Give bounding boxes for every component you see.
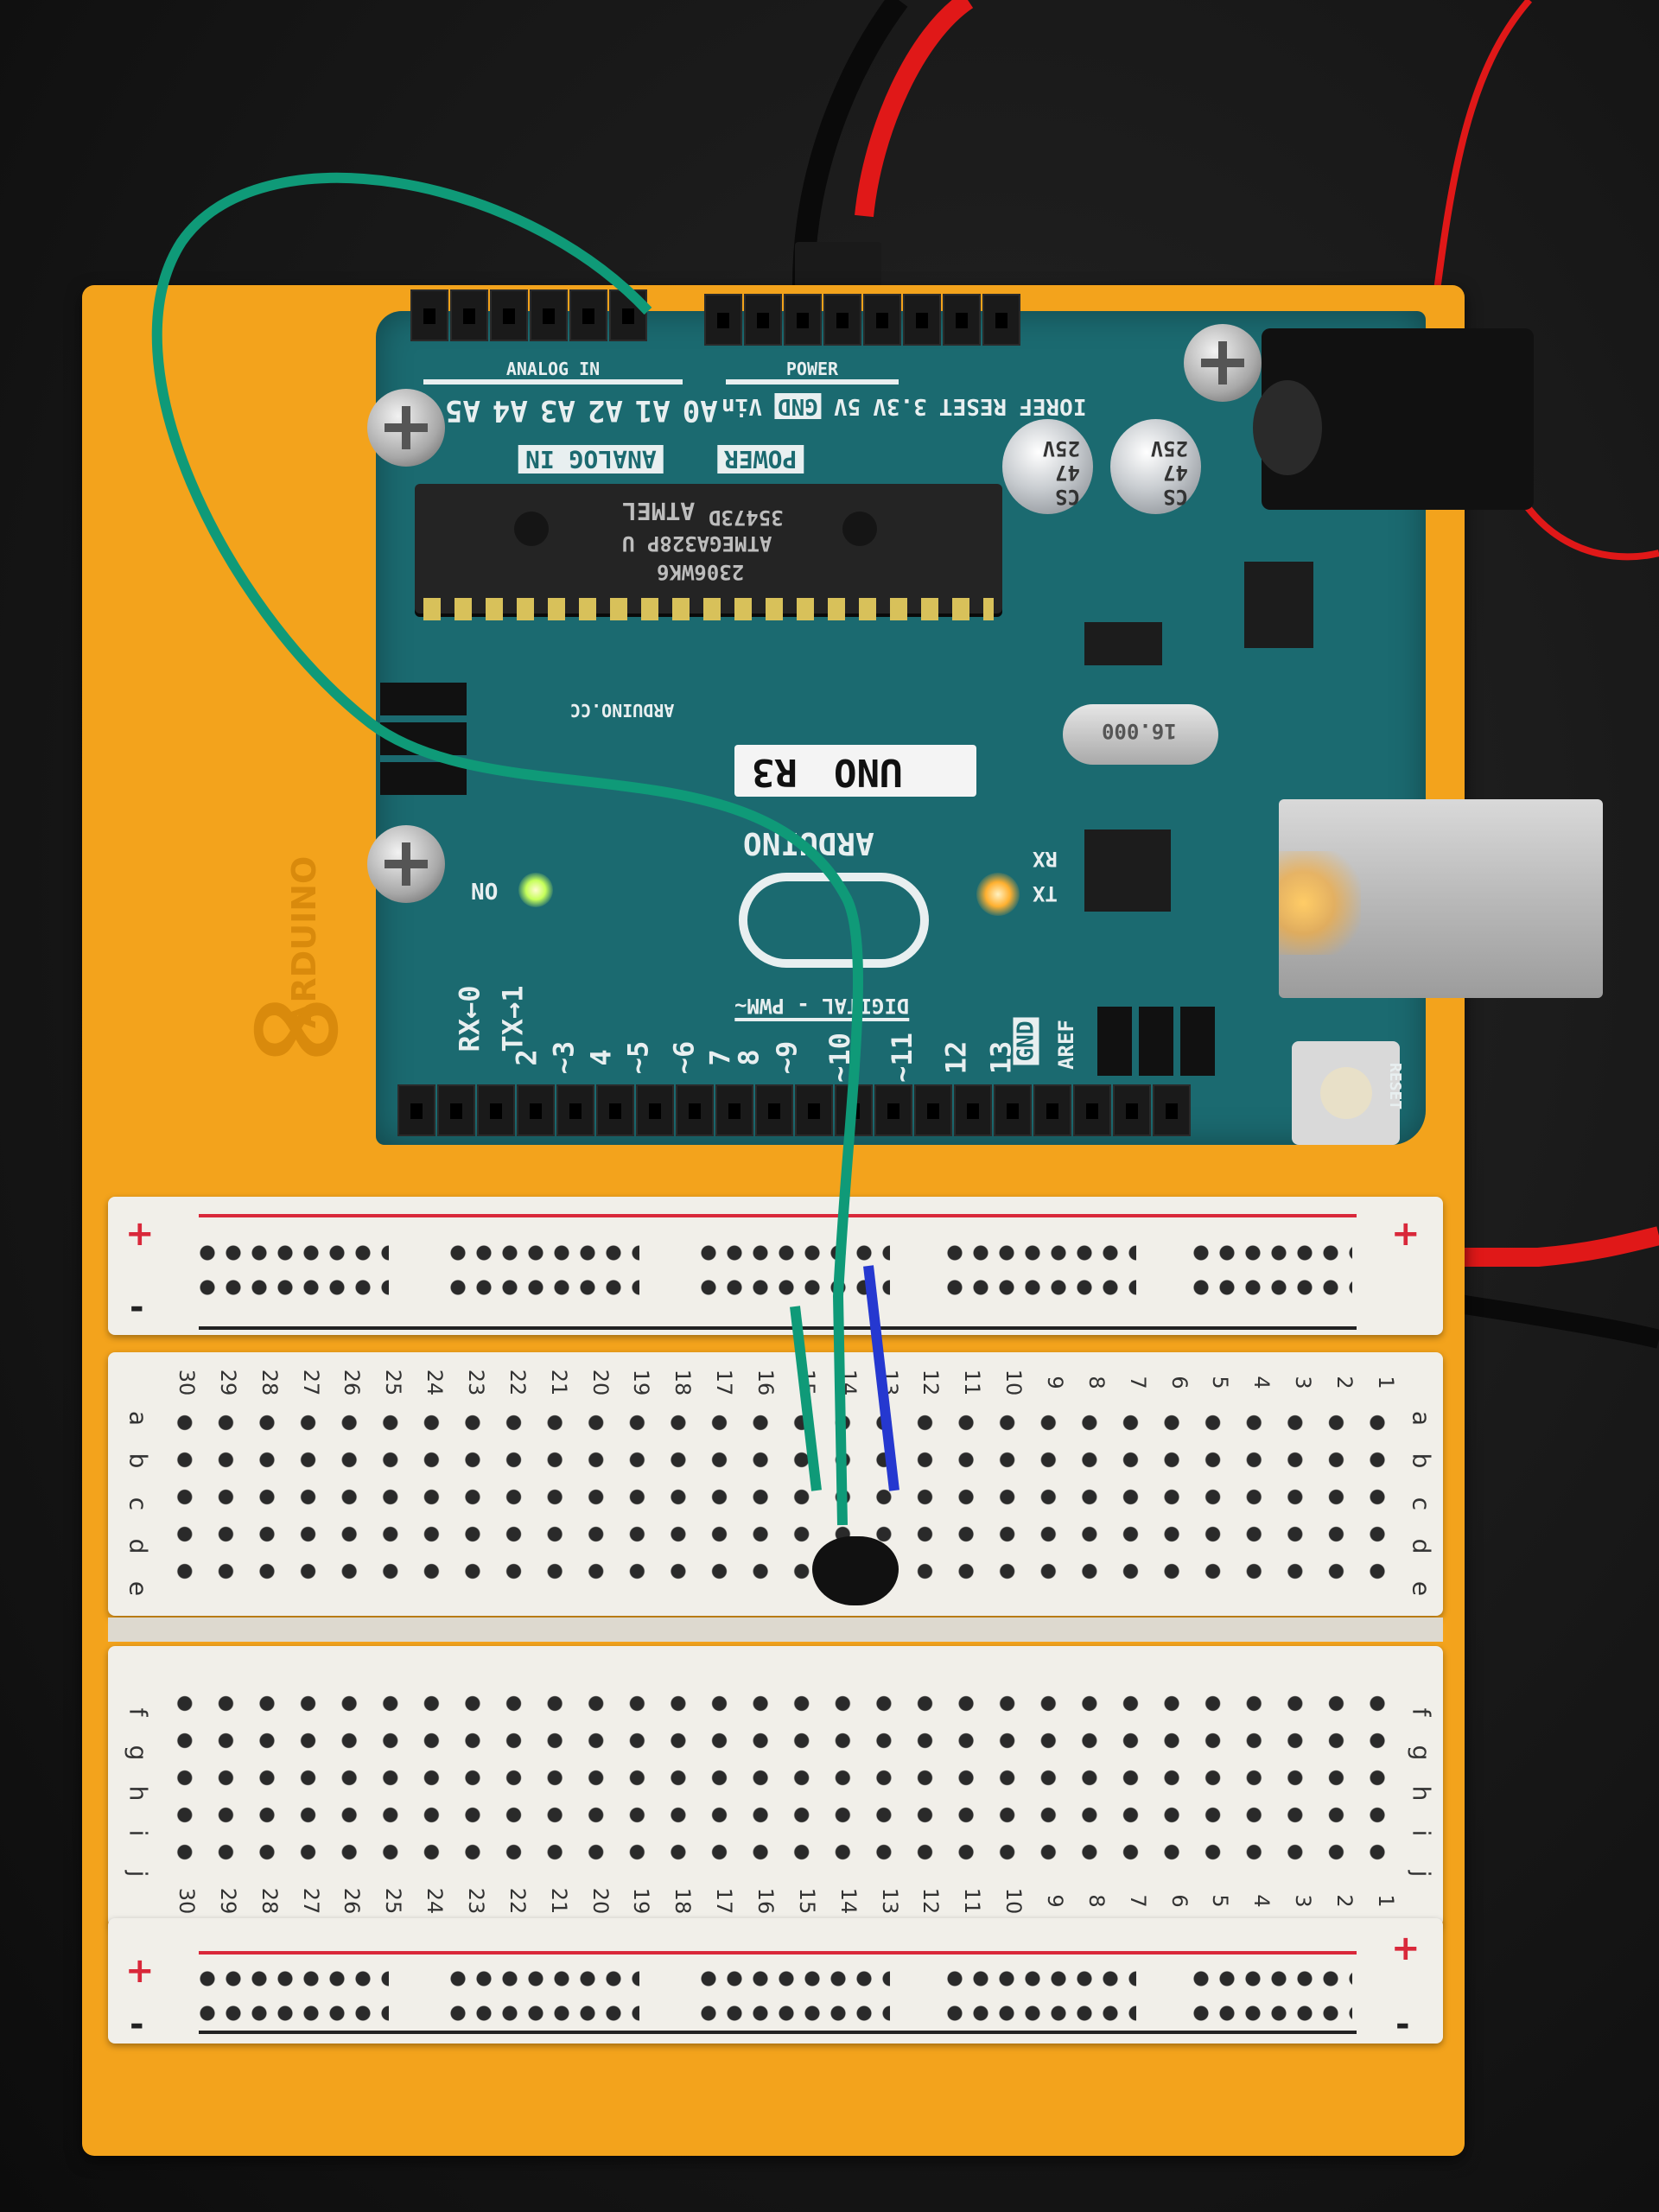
rail-holes[interactable] bbox=[1188, 1236, 1352, 1305]
chip-notch bbox=[514, 512, 549, 546]
voltage-regulator bbox=[1244, 562, 1313, 648]
to92-sensor bbox=[812, 1536, 899, 1605]
terminal-holes-bottom[interactable] bbox=[164, 1685, 1398, 1871]
analog-header[interactable] bbox=[410, 289, 670, 343]
breadboard-channel bbox=[108, 1618, 1443, 1642]
rail-holes[interactable] bbox=[696, 1961, 890, 2026]
rail-holes[interactable] bbox=[445, 1961, 639, 2026]
blue-wire bbox=[863, 1265, 899, 1491]
model-plate bbox=[734, 745, 976, 797]
jack-barrel bbox=[1253, 380, 1322, 475]
crystal-oscillator bbox=[1063, 704, 1218, 765]
capacitor bbox=[1002, 419, 1093, 514]
rail-holes[interactable] bbox=[194, 1236, 389, 1305]
rail-red-line bbox=[199, 1214, 1357, 1217]
power-strip: POWER bbox=[726, 359, 899, 385]
power-led-icon bbox=[518, 873, 553, 907]
icsp-header[interactable] bbox=[1097, 1007, 1218, 1076]
green-wire-long bbox=[151, 173, 863, 1526]
digital-header[interactable] bbox=[397, 1084, 1192, 1138]
red-cable-top bbox=[855, 0, 974, 218]
rail-holes[interactable] bbox=[194, 1961, 389, 2026]
reset-button-cap[interactable] bbox=[1320, 1067, 1372, 1119]
red-cable-right bbox=[1431, 0, 1533, 312]
mounting-screw bbox=[1184, 324, 1262, 402]
black-cable-breadboard bbox=[1407, 1287, 1659, 1349]
power-header[interactable] bbox=[704, 294, 1050, 347]
small-ic bbox=[1084, 622, 1162, 665]
rail-holes[interactable] bbox=[696, 1236, 890, 1305]
rail-plus: + bbox=[125, 1214, 155, 1254]
rail-black-line bbox=[199, 1326, 1357, 1330]
green-wire-short bbox=[790, 1306, 822, 1491]
terminal-holes-top[interactable] bbox=[164, 1404, 1398, 1590]
atmega-chip bbox=[415, 484, 1002, 613]
red-cable-jack bbox=[1509, 482, 1659, 561]
chip-legs bbox=[423, 598, 994, 620]
rail-plus: + bbox=[1391, 1214, 1421, 1254]
mounting-screw bbox=[367, 825, 445, 903]
rail-holes[interactable] bbox=[1188, 1961, 1352, 2026]
rail-minus: - bbox=[130, 2005, 144, 2044]
usb-controller-ic bbox=[1084, 830, 1171, 912]
analog-in-strip: ANALOG IN bbox=[423, 359, 683, 385]
rail-holes[interactable] bbox=[445, 1236, 639, 1305]
rail-holes[interactable] bbox=[942, 1236, 1136, 1305]
red-cable-breadboard bbox=[1408, 1226, 1659, 1267]
chip-dimple bbox=[842, 512, 877, 546]
rail-minus: - bbox=[130, 1287, 144, 1327]
rail-plus: + bbox=[1391, 1929, 1421, 1968]
rail-holes[interactable] bbox=[942, 1961, 1136, 2026]
rail-minus: - bbox=[1395, 2005, 1410, 2044]
rail-plus: + bbox=[125, 1951, 155, 1991]
tx-led-icon bbox=[976, 873, 1020, 916]
base-logo-icon: ∞ bbox=[242, 949, 350, 1099]
black-cable-top bbox=[792, 0, 908, 286]
capacitor bbox=[1110, 419, 1201, 514]
rail-black-line bbox=[199, 2031, 1357, 2034]
usb-glow bbox=[1279, 851, 1361, 955]
mounting-screw bbox=[367, 389, 445, 467]
rail-red-line bbox=[199, 1951, 1357, 1955]
